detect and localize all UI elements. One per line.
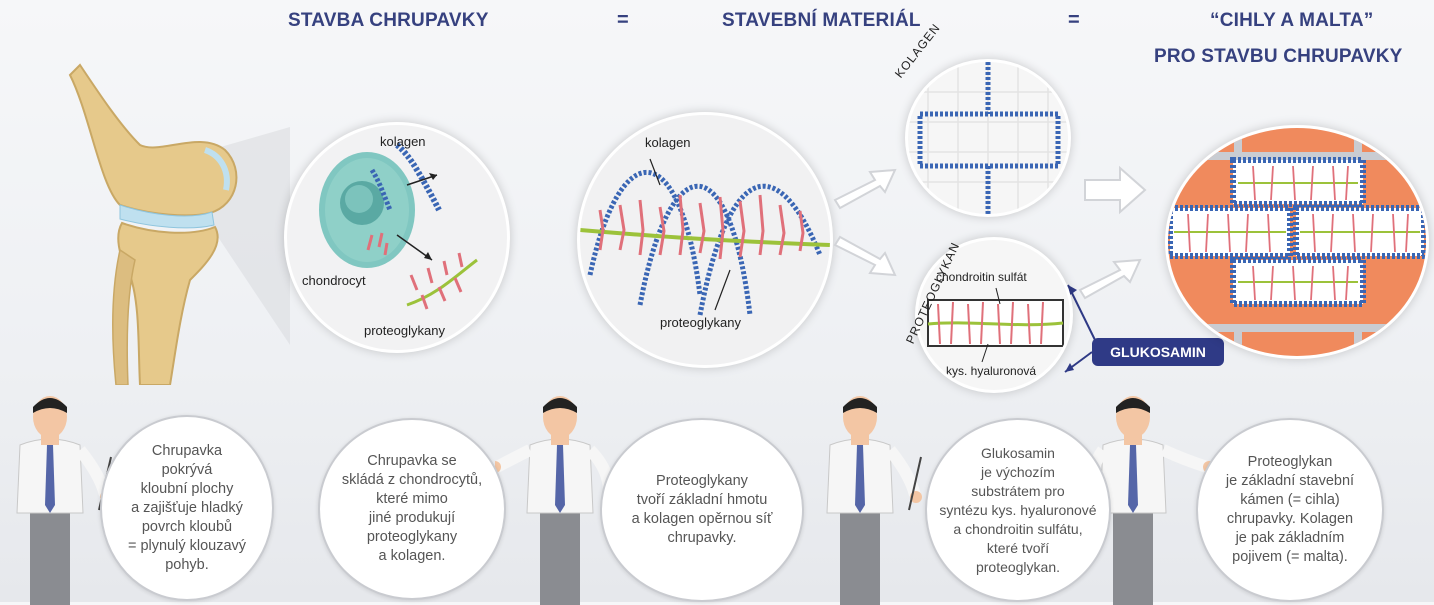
glukosamin-badge: GLUKOSAMIN xyxy=(1092,338,1224,366)
header-title-material: STAVEBNÍ MATERIÁL xyxy=(722,10,921,31)
kolagen-graphic xyxy=(908,62,1068,214)
equals-sign-2: = xyxy=(1068,9,1080,31)
speech-bubble-5: Proteoglykan je základní stavební kámen … xyxy=(1196,418,1384,602)
label-proteoglykany-2: proteoglykany xyxy=(660,315,741,330)
matrix-network-graphic xyxy=(580,158,830,316)
matrix-network-circle: kolagen proteoglykany xyxy=(580,115,830,365)
presenter-figure-3 xyxy=(826,396,922,605)
presenter-figure-1 xyxy=(16,396,112,605)
label-kys-hyaluronova: kys. hyaluronová xyxy=(946,364,1037,378)
kolagen-circle xyxy=(908,62,1068,214)
label-kolagen-2: kolagen xyxy=(645,135,691,150)
chondrocyte-circle: kolagen chondrocyt proteoglykany xyxy=(287,125,507,350)
header-title-structure: STAVBA CHRUPAVKY xyxy=(288,10,489,31)
equals-sign-1: = xyxy=(617,9,629,31)
proteoglykan-graphic xyxy=(927,287,1064,363)
speech-bubble-4: Glukosamin je výchozím substrátem pro sy… xyxy=(925,418,1111,602)
speech-bubble-3: Proteoglykany tvoří základní hmotu a kol… xyxy=(600,418,804,602)
label-proteoglykany-1: proteoglykany xyxy=(364,323,445,338)
header-title-bricks-line1: “CIHLY A MALTA” xyxy=(1210,10,1374,31)
label-kolagen-1: kolagen xyxy=(380,134,426,149)
label-chondrocyt: chondrocyt xyxy=(302,273,366,288)
bricks-mortar-circle xyxy=(1168,128,1426,356)
speech-bubble-1: Chrupavka pokrývá kloubní plochy a zajiš… xyxy=(100,415,274,601)
knee-illustration xyxy=(68,63,290,385)
pointer-stick-3 xyxy=(908,456,922,511)
label-chondroitin-sulfat: chondroitin sulfát xyxy=(936,270,1027,284)
chondrocyte-graphic xyxy=(319,142,478,310)
header-title-bricks-line2: PRO STAVBU CHRUPAVKY xyxy=(1154,46,1403,67)
proteoglykan-circle: chondroitin sulfát kys. hyaluronová xyxy=(918,240,1070,390)
speech-bubble-2: Chrupavka se skládá z chondrocytů, které… xyxy=(318,418,506,600)
bricks-mortar-graphic xyxy=(1168,128,1426,356)
